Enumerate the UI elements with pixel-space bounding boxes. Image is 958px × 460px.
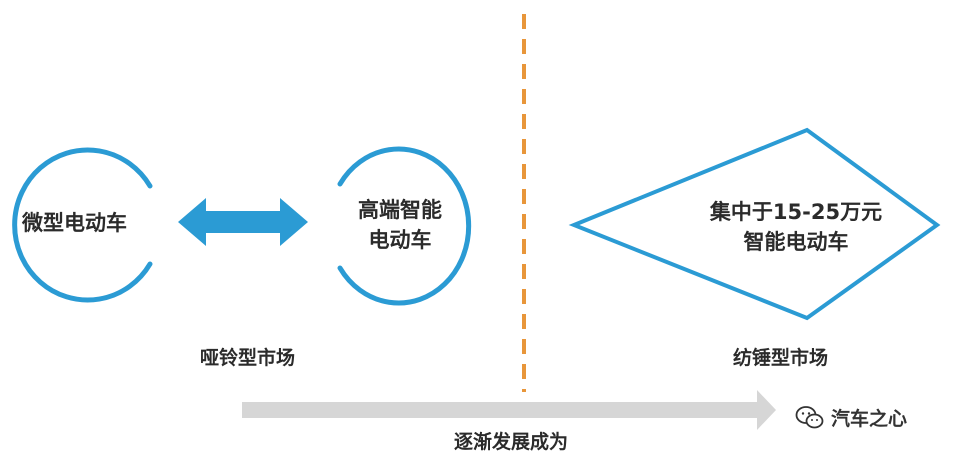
- highend-ev-label: 高端智能 电动车: [345, 195, 455, 255]
- highend-ev-label-line2: 电动车: [368, 228, 432, 252]
- watermark-text: 汽车之心: [831, 408, 908, 430]
- micro-ev-label: 微型电动车: [22, 211, 127, 235]
- highend-ev-label-line1: 高端智能: [358, 198, 442, 222]
- micro-ev-circle: [12, 147, 153, 303]
- wechat-icon: [795, 405, 824, 428]
- trend-arrow-icon: [242, 390, 776, 430]
- trend-label: 逐渐发展成为: [454, 431, 569, 453]
- spindle-center-label: 集中于15-25万元 智能电动车: [686, 197, 906, 257]
- dumbbell-market-label: 哑铃型市场: [200, 347, 296, 369]
- highend-ev-circle: [337, 146, 472, 306]
- spindle-label-line1: 集中于15-25万元: [709, 200, 883, 224]
- spindle-market-label: 纺锤型市场: [733, 347, 829, 369]
- spindle-diamond: [568, 127, 941, 321]
- spindle-label-line2: 智能电动车: [743, 230, 849, 254]
- double-arrow-icon: [178, 198, 308, 246]
- watermark: 汽车之心: [795, 404, 907, 431]
